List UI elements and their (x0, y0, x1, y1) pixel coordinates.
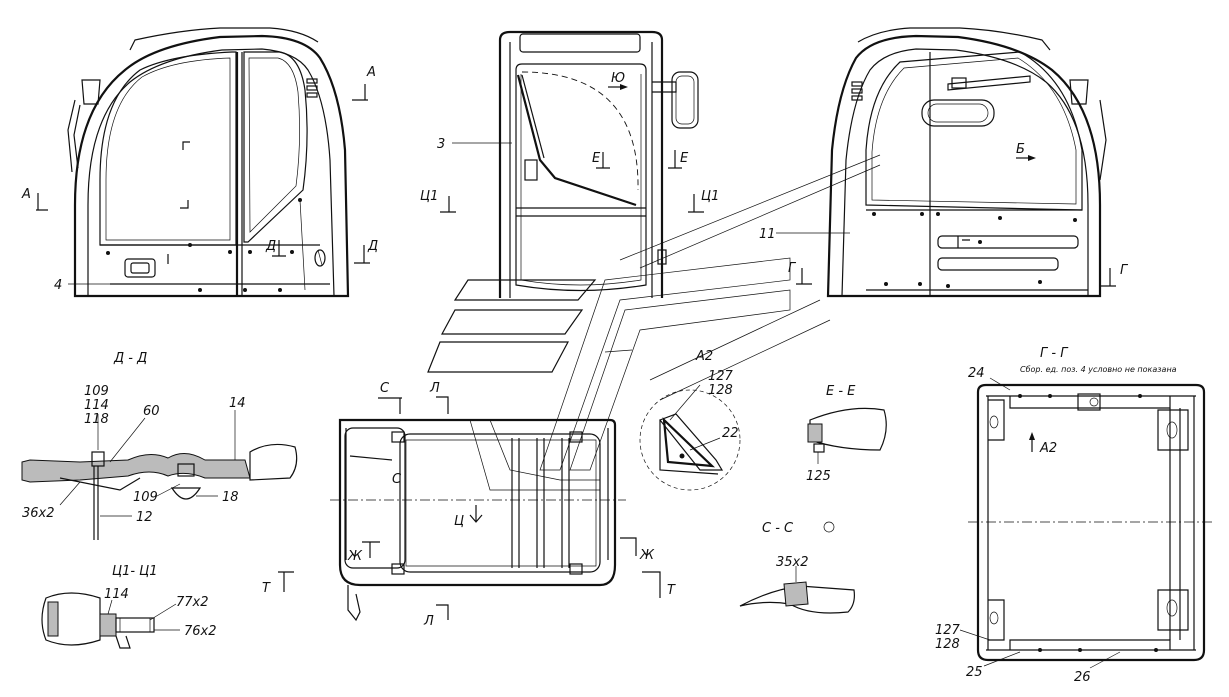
right-side-view: 11 Б Г Г (759, 27, 1129, 298)
section-mark-c1-left: Ц1 (420, 189, 438, 204)
top-mark-c1: С (380, 381, 390, 396)
section-mark-c1-right: Ц1 (701, 189, 719, 204)
detail-a2-title: А2 (695, 349, 713, 364)
top-mark-ts: Ц (454, 514, 464, 529)
section-mark-a-left: А (21, 187, 31, 202)
ee-label-125: 125 (806, 469, 831, 484)
section-mark-e-left: Е (592, 151, 601, 166)
c1-label-114: 114 (104, 587, 129, 602)
front-side-view: 4 А А Д Д (21, 27, 378, 298)
part-label-3: 3 (437, 137, 445, 152)
section-mark-g-left: Г (788, 261, 797, 276)
section-gg: Г - Г Сбор. ед. поз. 4 условно не показа… (935, 346, 1212, 685)
dd-label-109a: 109 (84, 384, 109, 399)
top-mark-l2: Л (423, 614, 434, 629)
top-mark-t2: Т (667, 583, 676, 598)
top-mark-c2: С (392, 472, 402, 487)
a2-label-128: 128 (708, 383, 733, 398)
section-cc: С - С 35х2 (739, 521, 855, 614)
gg-label-a2: А2 (1039, 441, 1057, 456)
section-c1: Ц1- Ц1 114 77х2 76х2 (41, 564, 217, 649)
top-mark-zh2: Ж (639, 548, 655, 563)
dd-label-14: 14 (229, 396, 246, 411)
section-mark-yu: Ю (611, 71, 625, 86)
dd-label-18: 18 (222, 490, 239, 505)
section-gg-title: Г - Г (1040, 346, 1069, 361)
part-label-11: 11 (759, 227, 776, 242)
top-view: С С Л Л Ц Ж Ж Т Т (262, 381, 676, 629)
section-mark-e-right: Е (680, 151, 689, 166)
section-mark-d-right: Д (367, 239, 378, 254)
section-c1-title: Ц1- Ц1 (112, 564, 158, 579)
projection-lines (427, 154, 881, 491)
section-dd: Д - Д 109 114 118 60 14 36х2 109 18 12 (21, 351, 298, 540)
a2-label-22: 22 (722, 426, 739, 441)
section-dd-title: Д - Д (113, 351, 147, 366)
part-label-4: 4 (54, 278, 62, 293)
detail-a2: А2 127 128 22 (639, 349, 741, 491)
dd-label-109b: 109 (133, 490, 158, 505)
gg-label-26: 26 (1074, 670, 1091, 685)
section-ee-title: Е - Е (826, 384, 856, 399)
top-mark-t1: Т (262, 581, 271, 596)
section-mark-a-right: А (366, 65, 376, 80)
dd-label-114: 114 (84, 398, 109, 413)
gg-label-127: 127 (935, 623, 961, 638)
dd-label-36x2: 36х2 (22, 506, 55, 521)
gg-label-25: 25 (966, 665, 983, 680)
section-gg-note: Сбор. ед. поз. 4 условно не показана (1020, 365, 1177, 374)
section-mark-b: Б (1016, 142, 1025, 157)
dd-label-60: 60 (143, 404, 160, 419)
section-ee: Е - Е 125 (806, 384, 887, 484)
section-mark-g-right: Г (1120, 263, 1129, 278)
section-mark-d-left: Д (265, 239, 276, 254)
dd-label-118: 118 (84, 412, 109, 427)
section-cc-title: С - С (762, 521, 794, 536)
rear-view: 3 Ю Е Е Ц1 Ц1 (420, 30, 719, 298)
top-mark-zh1: Ж (347, 549, 363, 564)
gg-label-128: 128 (935, 637, 960, 652)
top-mark-l1: Л (429, 381, 440, 396)
gg-label-24: 24 (968, 366, 985, 381)
cc-label-35x2: 35х2 (776, 555, 809, 570)
dd-label-12: 12 (136, 510, 153, 525)
c1-label-76x2: 76х2 (184, 624, 217, 639)
c1-label-77x2: 77х2 (176, 595, 209, 610)
a2-label-127: 127 (708, 369, 734, 384)
